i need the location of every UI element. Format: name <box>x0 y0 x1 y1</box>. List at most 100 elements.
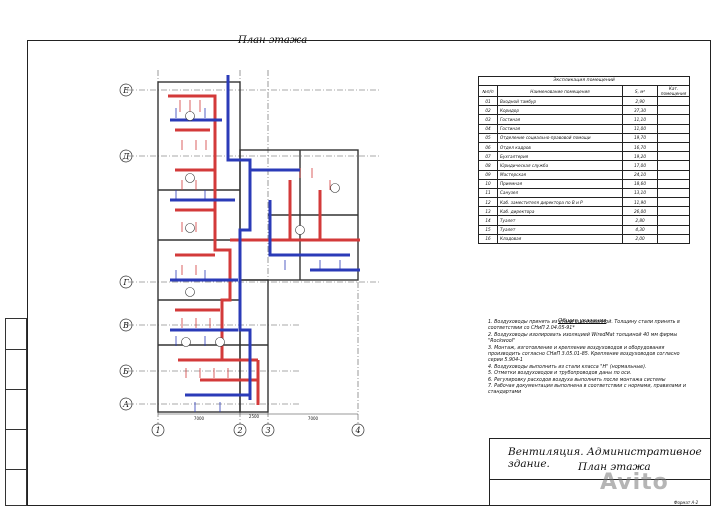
table-cell: 24,10 <box>622 169 658 180</box>
table-cell <box>657 197 690 208</box>
axis-col-label: 2 <box>236 426 242 435</box>
table-cell: Коридор <box>497 105 623 116</box>
table-cell <box>657 141 690 153</box>
table-cell: 16,70 <box>622 141 658 153</box>
table-cell <box>657 233 690 245</box>
explication-caption: Экспликация помещений <box>478 76 690 85</box>
table-cell: 09 <box>478 169 498 180</box>
table-cell: Санузел <box>497 187 623 199</box>
col-header: Наименование помещения <box>497 85 623 97</box>
table-cell: 37,30 <box>622 105 658 116</box>
axis-row-label: А <box>122 400 129 409</box>
table-cell <box>657 123 690 134</box>
title-block-line1: Вентиляция. Административное здание. <box>508 446 702 470</box>
table-cell: 26,00 <box>622 206 658 217</box>
table-cell: 03 <box>478 114 498 125</box>
table-cell: 19,20 <box>622 151 658 162</box>
table-cell: 14 <box>478 215 498 226</box>
note-item: 7. Рабочая документация выполнена в соот… <box>488 384 686 396</box>
axis-row-label: Б <box>122 367 129 376</box>
axis-col-label: 4 <box>354 426 360 435</box>
table-cell <box>657 206 690 217</box>
table-cell: 11,00 <box>622 123 658 134</box>
format-label: Формат А-2 <box>674 500 699 505</box>
table-cell: 2,00 <box>622 233 658 245</box>
table-cell: 02 <box>478 105 498 116</box>
table-cell: 12 <box>478 197 498 208</box>
table-cell: 07 <box>478 151 498 162</box>
axis-row-label: В <box>122 321 129 330</box>
table-cell: Туалет <box>497 224 623 235</box>
table-cell: Мастерская <box>497 169 623 180</box>
table-cell: 06 <box>478 141 498 153</box>
table-cell: 15 <box>478 224 498 235</box>
axis-col-label: 3 <box>265 426 270 435</box>
table-cell <box>657 132 690 143</box>
table-cell: Кладовая <box>497 233 623 245</box>
side-stamp-strip <box>5 318 27 506</box>
table-cell: 2,80 <box>622 215 658 226</box>
plan-title: План этажа <box>238 35 308 46</box>
table-cell: 13 <box>478 206 498 217</box>
notes-title: Общие указания <box>558 318 607 324</box>
axis-row-label: Д <box>122 152 130 161</box>
table-cell <box>657 151 690 162</box>
note-item: 1. Воздуховоды принять из стали оцинкова… <box>488 320 680 332</box>
note-item: 4. Воздуховоды выполнить из стали класса… <box>488 364 647 370</box>
col-header: S, м² <box>622 85 658 97</box>
note-item: 2. Воздуховоды изолировать изоляцией Wir… <box>488 332 678 345</box>
avito-watermark: Avito <box>600 470 669 495</box>
explication-table: Экспликация помещений №п/п Наименование … <box>478 76 690 245</box>
table-cell: 05 <box>478 132 498 143</box>
note-item: 5. Отметки воздуховодов и трубопроводов … <box>488 371 632 377</box>
col-header: №п/п <box>478 85 498 97</box>
general-notes: 1. Воздуховоды принять из стали оцинкова… <box>488 320 693 397</box>
table-cell: Отделение социально-правовой помощи <box>497 132 623 143</box>
table-cell: 08 <box>478 160 498 171</box>
table-cell: 2,90 <box>622 95 658 107</box>
axis-col-label: 1 <box>155 426 160 435</box>
dimension-label: 7000 <box>308 416 319 421</box>
table-cell <box>657 224 690 235</box>
table-cell <box>657 105 690 116</box>
table-cell: Юридическая служба <box>497 160 623 171</box>
table-cell <box>657 187 690 199</box>
table-cell: 04 <box>478 123 498 134</box>
table-cell: Приемная <box>497 178 623 189</box>
table-cell: Гостиная <box>497 114 623 125</box>
note-item: 3. Монтаж, изготовление и крепление возд… <box>488 345 680 364</box>
table-cell: 16 <box>478 233 498 245</box>
table-cell: Гостиная <box>497 123 623 134</box>
table-cell: Каб. директора <box>497 206 623 217</box>
table-cell: Бухгалтерия <box>497 151 623 162</box>
table-cell: 11,90 <box>622 197 658 208</box>
table-cell: 18,60 <box>622 178 658 189</box>
table-cell: Туалет <box>497 215 623 226</box>
table-cell <box>657 95 690 107</box>
axis-row-label: Г <box>122 278 129 287</box>
title-block-line2: План этажа <box>578 461 651 473</box>
table-cell: 10 <box>478 178 498 189</box>
table-cell: Входной тамбур <box>497 95 623 107</box>
drawing-frame <box>27 40 711 506</box>
table-cell <box>657 178 690 189</box>
table-cell: 19,70 <box>622 132 658 143</box>
table-cell <box>657 114 690 125</box>
table-cell: 13,10 <box>622 187 658 199</box>
note-item: 6. Регулировку расходов воздуха выполнит… <box>488 377 666 383</box>
